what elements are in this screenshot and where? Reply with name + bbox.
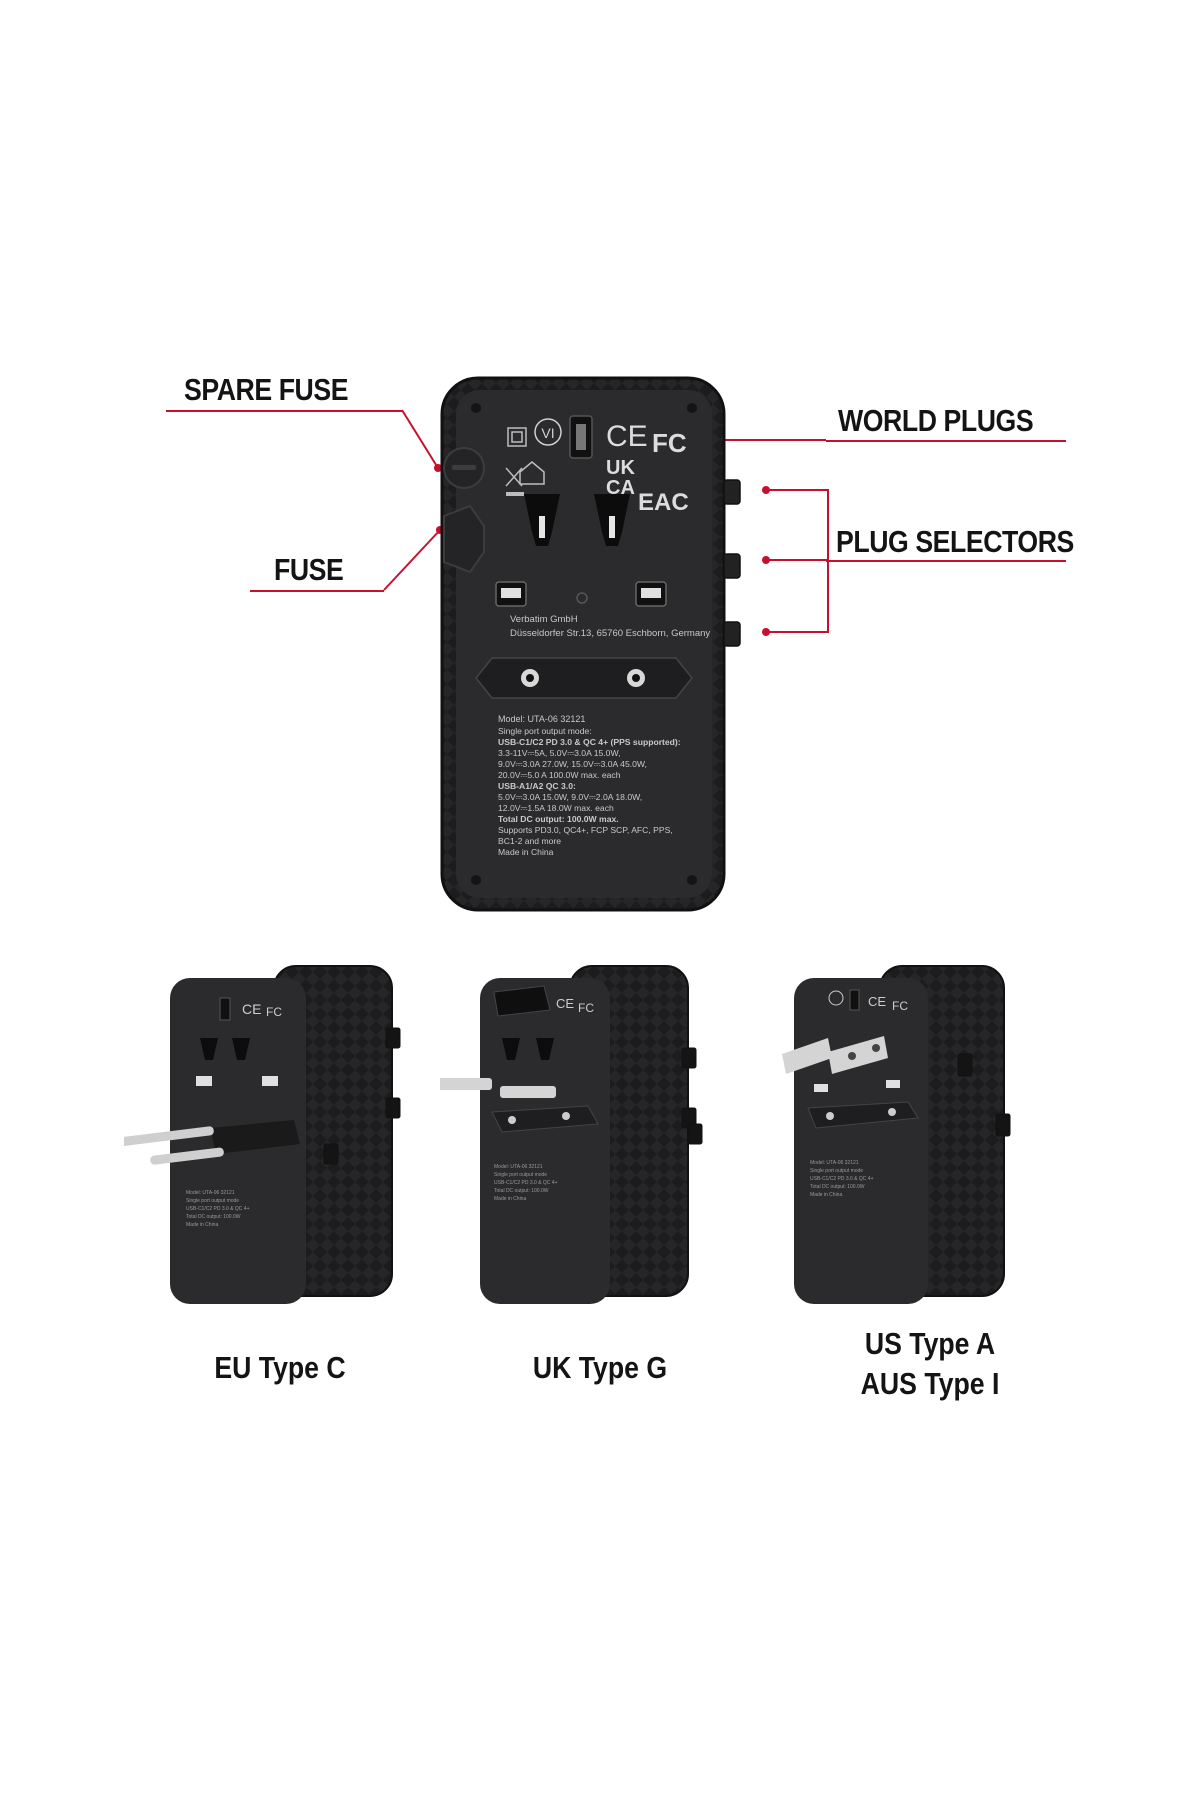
spec-line: 3.3-11V⎓5A, 5.0V⎓3.0A 15.0W, (498, 748, 620, 758)
spec-line: Total DC output: 100.0W max. (498, 814, 619, 824)
spec-line: 12.0V⎓1.5A 18.0W max. each (498, 803, 614, 813)
svg-text:Made in China: Made in China (494, 1196, 526, 1202)
svg-text:Model: UTA-06 32121: Model: UTA-06 32121 (810, 1160, 859, 1166)
ce-mark: CE (868, 994, 886, 1009)
ce-mark: CE (242, 1001, 261, 1017)
caption-us-type-a: US Type A (864, 1326, 996, 1361)
svg-text:Made in China: Made in China (810, 1192, 842, 1198)
spec-line: 9.0V⎓3.0A 27.0W, 15.0V⎓3.0A 45.0W, (498, 759, 647, 769)
fc-mark: FC (578, 1001, 594, 1015)
plug-selectors-label: PLUG SELECTORS (836, 524, 1074, 559)
spec-line: 5.0V⎓3.0A 15.0W, 9.0V⎓2.0A 18.0W, (498, 792, 642, 802)
world-plug-socket-right (594, 494, 630, 546)
spare-fuse-label: SPARE FUSE (184, 372, 349, 407)
caption-aus-type-i: AUS Type I (860, 1366, 1000, 1401)
ukca-mark-bottom: CA (606, 477, 635, 499)
svg-text:Single port output mode: Single port output mode (186, 1198, 239, 1204)
spare-fuse-underline (166, 410, 402, 412)
svg-text:Single port output mode: Single port output mode (494, 1172, 547, 1178)
world-plugs-label: WORLD PLUGS (838, 403, 1034, 438)
fuse-housing (443, 504, 485, 574)
spec-line: 20.0V⎓5.0 A 100.0W max. each (498, 770, 621, 780)
fuse-underline (250, 590, 384, 592)
vi-mark: VI (541, 425, 554, 441)
adapter-us-view: CE FC Model: UTA-06 32121 Single port ou… (782, 965, 1011, 1304)
spec-line: Single port output mode: (498, 726, 592, 736)
svg-text:Model: UTA-06 32121: Model: UTA-06 32121 (186, 1190, 235, 1196)
svg-text:Model: UTA-06 32121: Model: UTA-06 32121 (494, 1164, 543, 1170)
ce-mark: CE (556, 996, 574, 1011)
svg-text:Made in China: Made in China (186, 1222, 218, 1228)
spec-line: USB-A1/A2 QC 3.0: (498, 781, 576, 791)
svg-text:USB-C1/C2 PD 3.0 & QC 4+: USB-C1/C2 PD 3.0 & QC 4+ (810, 1176, 874, 1182)
svg-text:USB-C1/C2 PD 3.0 & QC 4+: USB-C1/C2 PD 3.0 & QC 4+ (494, 1180, 558, 1186)
svg-text:USB-C1/C2 PD 3.0 & QC 4+: USB-C1/C2 PD 3.0 & QC 4+ (186, 1206, 250, 1212)
model-text: Model: UTA-06 32121 (498, 714, 585, 724)
maker-name: Verbatim GmbH (510, 614, 578, 625)
eac-mark: EAC (638, 489, 689, 516)
eu-socket (475, 657, 693, 699)
fc-mark: FC (892, 999, 908, 1013)
fuse-label: FUSE (274, 552, 344, 587)
spec-line: USB-C1/C2 PD 3.0 & QC 4+ (PPS supported)… (498, 737, 681, 747)
world-plug-socket-left (524, 494, 560, 546)
spec-lines: Single port output mode: USB-C1/C2 PD 3.… (498, 726, 681, 857)
caption-uk-type-g: UK Type G (532, 1350, 668, 1385)
svg-text:Total DC output: 100.0W: Total DC output: 100.0W (494, 1188, 549, 1194)
svg-text:Total DC output: 100.0W: Total DC output: 100.0W (186, 1214, 241, 1220)
fc-mark: FC (266, 1005, 282, 1019)
fc-mark: FC (652, 428, 687, 458)
maker-address: Düsseldorfer Str.13, 65760 Eschborn, Ger… (510, 628, 710, 639)
svg-text:Single port output mode: Single port output mode (810, 1168, 863, 1174)
ukca-mark-top: UK (606, 457, 635, 479)
spec-line: Supports PD3.0, QC4+, FCP SCP, AFC, PPS, (498, 825, 673, 835)
adapter-uk-view: CE FC Model: UTA-06 32121 Single port ou… (440, 965, 703, 1304)
plug-selectors-underline (826, 560, 1066, 562)
ce-mark: CE (606, 420, 648, 453)
adapter-front-view: VI CE FC UK CA EAC Verbatim GmbH Düsseld… (440, 376, 741, 912)
plug-selector-sliders (723, 479, 741, 647)
svg-text:Total DC output: 100.0W: Total DC output: 100.0W (810, 1184, 865, 1190)
adapter-eu-view: CE FC Model: UTA-06 32121 Single port ou… (124, 965, 401, 1304)
caption-eu-type-c: EU Type C (214, 1350, 346, 1385)
world-plugs-underline (826, 440, 1066, 442)
spec-line: BC1-2 and more (498, 836, 561, 846)
spec-line: Made in China (498, 847, 554, 857)
